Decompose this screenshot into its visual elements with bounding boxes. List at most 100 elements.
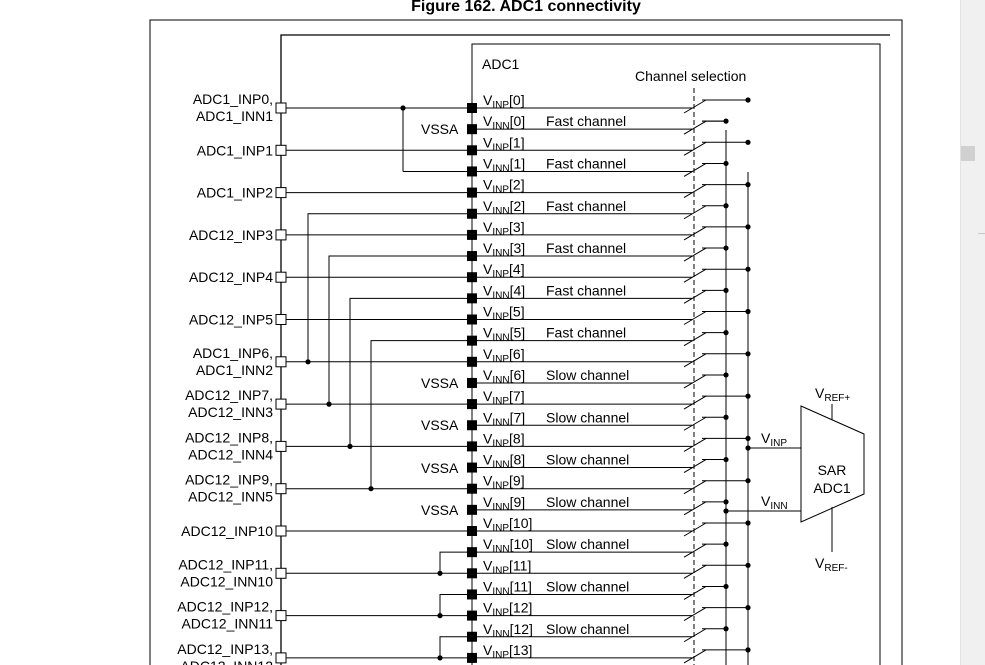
- adc1-label: ADC1: [482, 56, 520, 72]
- package-pin: [275, 229, 287, 241]
- vinn-output-label: VINN: [761, 493, 788, 512]
- channel-type-label: Fast channel: [546, 282, 626, 298]
- channel-type-label: Slow channel: [546, 409, 629, 425]
- adc-input-pin: [467, 314, 477, 325]
- vref-minus-label: VREF-: [815, 555, 848, 574]
- vinn-label: VINN[1]: [483, 155, 525, 174]
- inn-link: [349, 297, 467, 447]
- vinn-label: VINN[5]: [483, 325, 525, 344]
- vref-plus-label: VREF+: [815, 385, 850, 404]
- vssa-label: VSSA: [421, 121, 459, 137]
- channel-switch: [683, 205, 707, 220]
- channel-type-label: Slow channel: [546, 367, 629, 383]
- vssa-label: VSSA: [421, 375, 459, 391]
- package-pin: [275, 398, 287, 410]
- adc-input-pin: [467, 483, 477, 494]
- pin-label: ADC1_INP1: [197, 142, 273, 158]
- vinp-label: VINP[5]: [483, 304, 525, 323]
- channel-switch: [683, 163, 707, 177]
- adc-input-pin: [467, 356, 477, 367]
- junction-dot: [437, 613, 443, 619]
- sar-adc-block: [800, 405, 865, 523]
- vinn-label: VINN[11]: [483, 578, 532, 597]
- vinn-label: VINN[6]: [483, 367, 525, 386]
- vinp-label: VINP[3]: [483, 219, 525, 238]
- pin-label: ADC12_INP8,: [185, 429, 273, 445]
- vinp-label: VINP[1]: [483, 134, 525, 153]
- pin-label: ADC1_INP0,: [193, 91, 273, 107]
- package-pin: [275, 652, 287, 664]
- adc-input-pin: [467, 631, 477, 642]
- channel-switch: [683, 289, 707, 304]
- pin-label: ADC1_INN2: [196, 362, 273, 378]
- channel-switch: [683, 543, 707, 558]
- adc-input-pin: [467, 103, 477, 113]
- vinp-label: VINP[12]: [483, 600, 532, 619]
- adc-input-pin: [467, 166, 477, 177]
- vinp-label: VINP[11]: [483, 557, 531, 576]
- channel-switch: [683, 586, 707, 600]
- pin-label: ADC12_INP9,: [185, 472, 273, 488]
- pin-label: ADC12_INP13,: [177, 641, 273, 657]
- inn-link: [439, 551, 467, 574]
- vinn-label: VINN[2]: [483, 198, 525, 217]
- wiring: [275, 88, 865, 665]
- vinp-label: VINP[2]: [483, 177, 525, 196]
- adc-input-pin: [467, 124, 477, 135]
- pin-label: ADC12_INN5: [188, 489, 273, 505]
- channel-switch: [683, 649, 707, 664]
- channel-switch: [683, 607, 707, 622]
- channel-switch: [683, 480, 707, 495]
- adc-input-pin: [467, 610, 477, 621]
- pin-label: ADC1_INN1: [196, 108, 273, 124]
- adc1-block: [471, 43, 881, 665]
- channel-type-label: Slow channel: [546, 663, 629, 665]
- vssa-label: VSSA: [421, 502, 459, 518]
- package-pin: [275, 102, 287, 114]
- junction-dot: [723, 508, 729, 514]
- channel-type-label: Slow channel: [546, 578, 629, 594]
- channel-switch: [683, 437, 707, 452]
- vinn-label: VINN[12]: [483, 621, 533, 640]
- junction-dot: [745, 445, 751, 451]
- pin-label: ADC1_INP2: [197, 185, 273, 201]
- package-pin: [275, 525, 287, 537]
- outer-frame: [149, 19, 903, 665]
- adc-input-pin: [467, 272, 477, 283]
- chip-boundary: [280, 34, 890, 665]
- pin-label: ADC12_INP11,: [178, 556, 273, 572]
- adc-input-pin: [467, 187, 477, 198]
- junction-dot: [347, 443, 353, 449]
- channel-switch: [683, 395, 707, 410]
- vinn-label: VINN[10]: [483, 536, 533, 555]
- channel-switch: [683, 141, 707, 156]
- pin-label: ADC12_INN11: [181, 616, 273, 632]
- channel-type-label: Fast channel: [546, 113, 626, 129]
- adc-input-pin: [467, 420, 477, 431]
- channel-switch: [683, 564, 707, 579]
- channel-switch: [683, 332, 707, 347]
- channel-type-label: Fast channel: [546, 198, 626, 214]
- pin-label: ADC12_INP10: [181, 523, 273, 539]
- adc-input-pin: [467, 652, 477, 663]
- channel-type-label: Fast channel: [546, 155, 626, 171]
- adc-input-pin: [467, 547, 477, 558]
- pin-label: ADC12_INP7,: [185, 387, 273, 403]
- bus-junction: [745, 139, 751, 145]
- channel-type-label: Slow channel: [546, 536, 629, 552]
- vinp-label: VINP[9]: [483, 473, 525, 492]
- channel-switch: [683, 268, 707, 283]
- sar-label: SAR: [818, 462, 847, 478]
- package-pin: [275, 440, 287, 452]
- scroll-marker: [978, 233, 985, 234]
- adc-input-pin: [467, 377, 477, 388]
- side-panel: [960, 0, 985, 665]
- channel-selection-label: Channel selection: [635, 68, 746, 84]
- pin-label: ADC12_INN10: [180, 573, 273, 589]
- vinn-label: VINN[13]: [483, 663, 533, 665]
- pin-label: ADC12_INN4: [188, 446, 273, 462]
- adc-input-pin: [467, 208, 477, 219]
- channel-switch: [683, 311, 707, 325]
- scrollbar-thumb[interactable]: [961, 146, 975, 161]
